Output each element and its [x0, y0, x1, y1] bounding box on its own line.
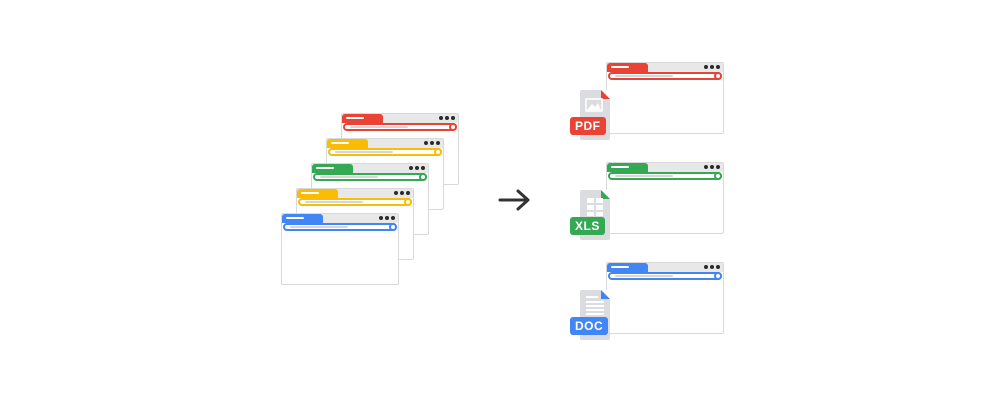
- browser-window-blue: [281, 213, 399, 285]
- window-titlebar: [342, 114, 458, 123]
- spreadsheet-file-icon: XLS: [570, 190, 610, 240]
- window-menu-dots-icon: [704, 265, 720, 270]
- window-address-bar: [328, 148, 442, 156]
- window-address-bar: [608, 172, 722, 180]
- window-tab: [342, 114, 383, 123]
- window-tab: [297, 189, 338, 198]
- window-tab: [607, 163, 648, 172]
- arrow-right-icon: [498, 189, 530, 211]
- file-type-badge: DOC: [570, 317, 609, 335]
- window-menu-dots-icon: [704, 165, 720, 170]
- window-tab: [312, 164, 353, 173]
- window-menu-dots-icon: [424, 141, 440, 146]
- window-tab: [327, 139, 368, 148]
- window-titlebar: [327, 139, 443, 148]
- window-tab: [282, 214, 323, 223]
- browser-window-green: [606, 162, 724, 234]
- window-tab: [607, 263, 648, 272]
- window-titlebar: [297, 189, 413, 198]
- file-type-badge: XLS: [570, 217, 605, 235]
- window-address-bar: [283, 223, 397, 231]
- window-address-bar: [298, 198, 412, 206]
- window-address-bar: [608, 72, 722, 80]
- window-titlebar: [607, 263, 723, 272]
- window-menu-dots-icon: [704, 65, 720, 70]
- window-titlebar: [282, 214, 398, 223]
- file-type-badge: PDF: [570, 117, 606, 135]
- window-address-bar: [313, 173, 427, 181]
- window-tab: [607, 63, 648, 72]
- browser-window-red: [606, 62, 724, 134]
- window-menu-dots-icon: [394, 191, 410, 196]
- window-menu-dots-icon: [379, 216, 395, 221]
- window-address-bar: [608, 272, 722, 280]
- window-titlebar: [607, 163, 723, 172]
- window-menu-dots-icon: [409, 166, 425, 171]
- window-titlebar: [607, 63, 723, 72]
- window-titlebar: [312, 164, 428, 173]
- document-file-icon: DOC: [570, 290, 610, 340]
- browser-window-blue: [606, 262, 724, 334]
- image-file-icon: PDF: [570, 90, 610, 140]
- window-menu-dots-icon: [439, 116, 455, 121]
- window-address-bar: [343, 123, 457, 131]
